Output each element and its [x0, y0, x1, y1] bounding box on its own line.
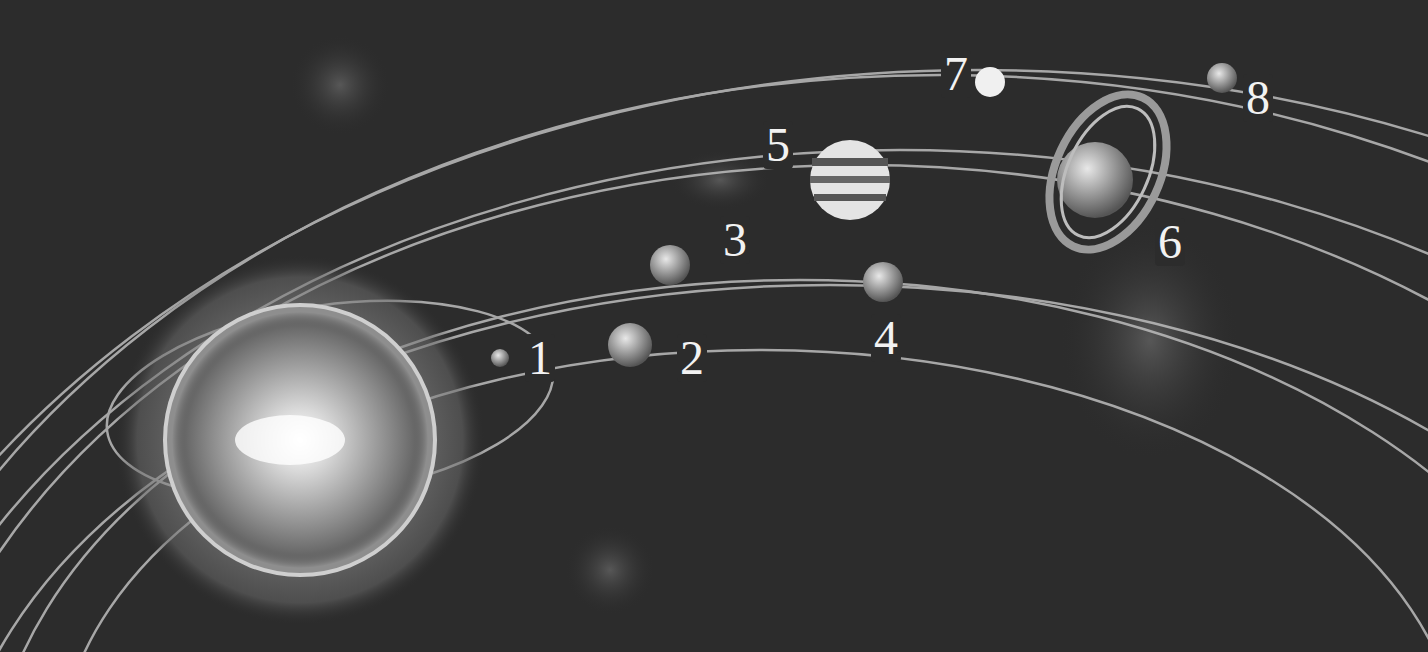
- callout-number: 7: [941, 50, 971, 98]
- callout-number: 2: [677, 334, 707, 382]
- callout-number: 4: [871, 314, 901, 362]
- callout-number: 3: [720, 216, 750, 264]
- callout-number: 1: [525, 334, 555, 382]
- callout-number: 6: [1155, 218, 1185, 266]
- callout-number: 5: [763, 121, 793, 169]
- callout-number: 8: [1243, 74, 1273, 122]
